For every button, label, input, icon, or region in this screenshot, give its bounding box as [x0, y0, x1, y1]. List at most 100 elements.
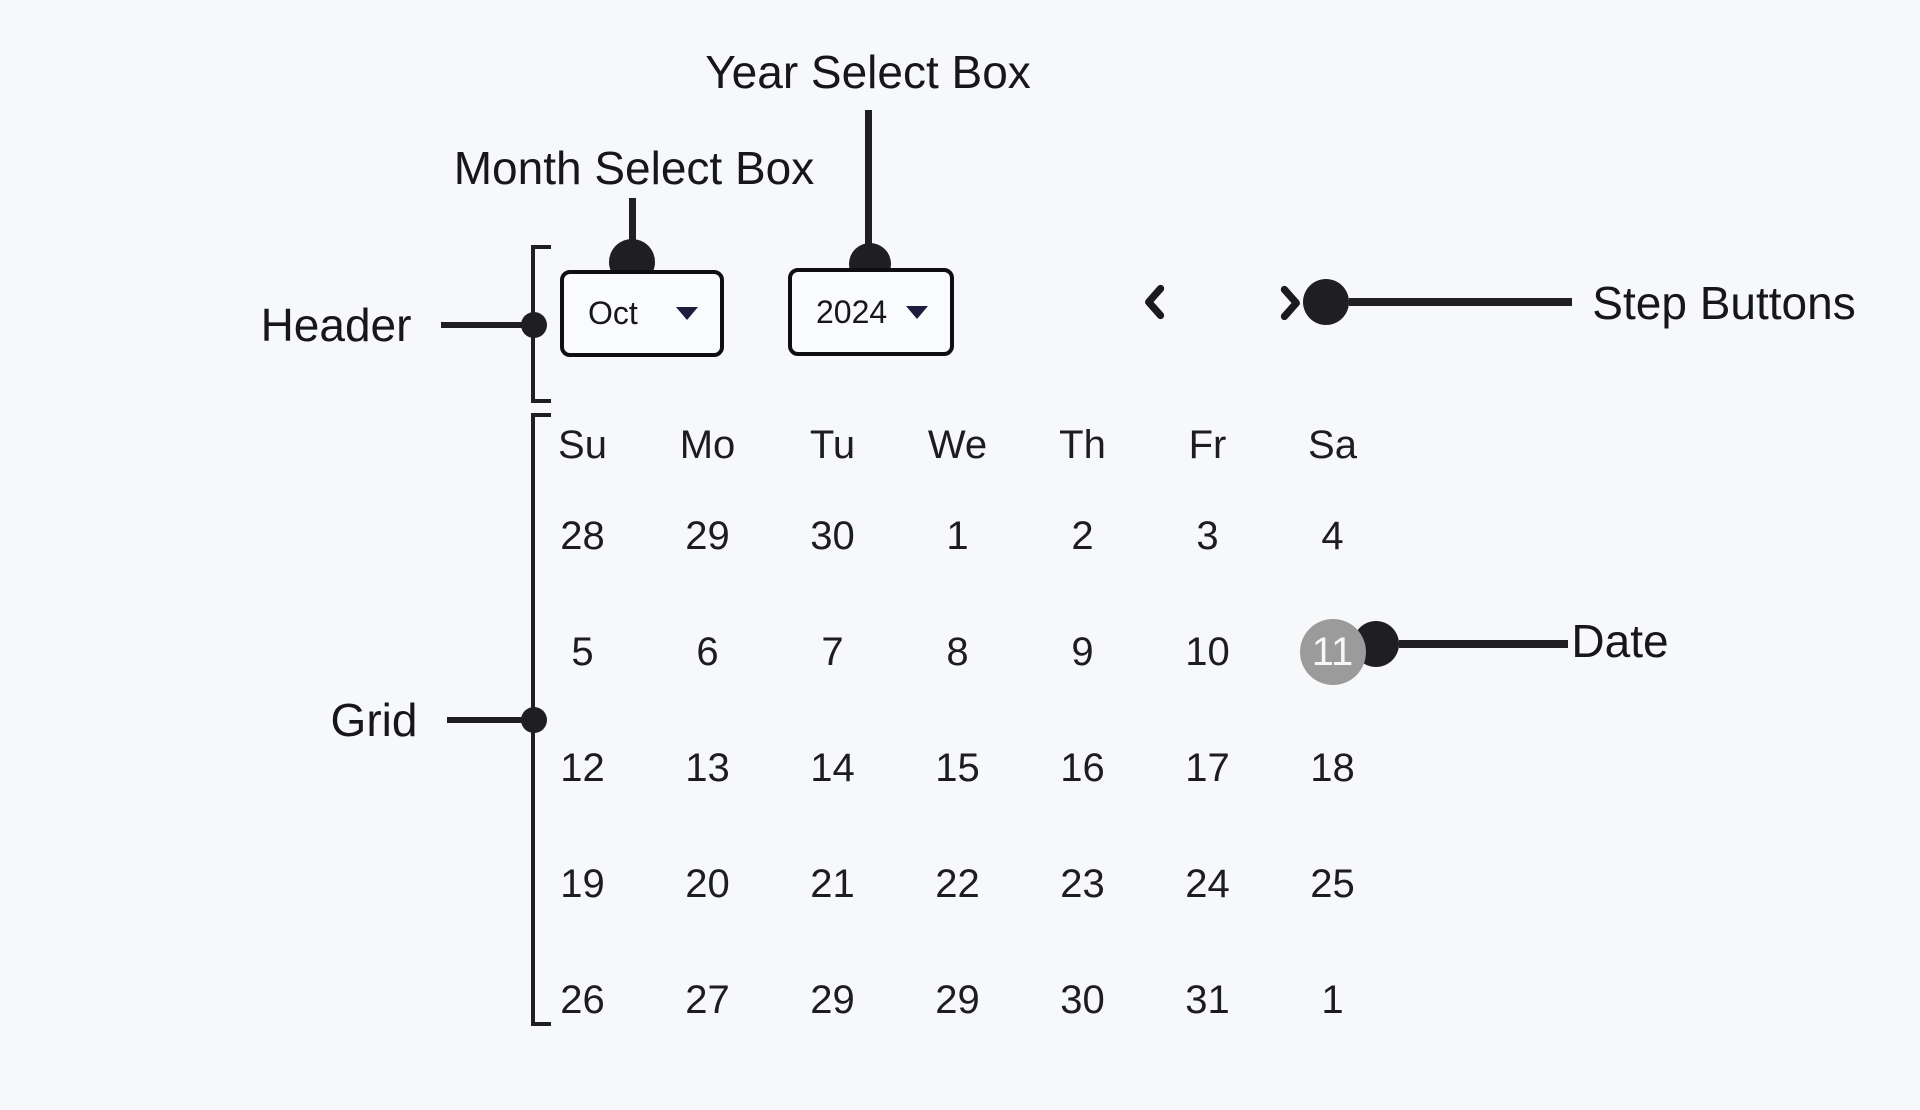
date-value: 30: [810, 513, 855, 558]
date-cell[interactable]: 5: [520, 594, 645, 710]
date-cell[interactable]: 31: [1145, 942, 1270, 1058]
date-cell[interactable]: 20: [645, 826, 770, 942]
header-connector-line: [441, 322, 533, 328]
grid-bracket: [531, 413, 551, 1026]
chevron-right-icon: [1280, 285, 1300, 321]
date-cell[interactable]: 22: [895, 826, 1020, 942]
weekday-header-th: Th: [1059, 422, 1106, 467]
date-value: 31: [1185, 977, 1230, 1022]
calendar-grid: Su Mo Tu We Th Fr Sa 28 29 30 1 2 3 4 5 …: [520, 412, 1395, 1058]
weekday-header-mo: Mo: [679, 422, 736, 467]
weekday-header-sa: Sa: [1308, 422, 1357, 467]
date-cell[interactable]: 1: [895, 478, 1020, 594]
step-connector-dot: [1303, 279, 1349, 325]
date-cell[interactable]: 9: [1020, 594, 1145, 710]
date-cell[interactable]: 7: [770, 594, 895, 710]
date-value: 28: [560, 513, 605, 558]
header-bracket: [531, 245, 551, 403]
date-value: 29: [935, 977, 980, 1022]
step-buttons-label: Step Buttons: [1592, 277, 1856, 329]
date-cell[interactable]: 25: [1270, 826, 1395, 942]
month-select-box[interactable]: Oct: [560, 270, 724, 357]
date-value: 21: [810, 861, 855, 906]
date-cell[interactable]: 29: [895, 942, 1020, 1058]
date-value: 10: [1185, 629, 1230, 674]
date-cell[interactable]: 28: [520, 478, 645, 594]
date-cell[interactable]: 1: [1270, 942, 1395, 1058]
date-cell[interactable]: 12: [520, 710, 645, 826]
date-value: 30: [1060, 977, 1105, 1022]
next-month-button[interactable]: [1262, 275, 1318, 331]
date-cell[interactable]: 27: [645, 942, 770, 1058]
date-cell[interactable]: 16: [1020, 710, 1145, 826]
weekday-header-we: We: [927, 422, 988, 467]
date-value: 27: [685, 977, 730, 1022]
grid-connector-line: [447, 717, 533, 723]
date-value: 7: [821, 629, 844, 674]
date-value: 14: [810, 745, 855, 790]
date-cell[interactable]: 17: [1145, 710, 1270, 826]
date-value: 9: [1071, 629, 1094, 674]
date-value: 18: [1310, 745, 1355, 790]
date-value: 1: [946, 513, 969, 558]
date-cell-selected[interactable]: 11: [1270, 594, 1395, 710]
date-value: 29: [810, 977, 855, 1022]
date-value: 25: [1310, 861, 1355, 906]
date-cell[interactable]: 30: [1020, 942, 1145, 1058]
chevron-left-icon: [1145, 284, 1165, 320]
date-value: 12: [560, 745, 605, 790]
date-cell[interactable]: 24: [1145, 826, 1270, 942]
year-select-value: 2024: [816, 293, 888, 330]
step-connector-line: [1349, 298, 1572, 306]
date-cell[interactable]: 4: [1270, 478, 1395, 594]
date-value: 23: [1060, 861, 1105, 906]
date-cell[interactable]: 6: [645, 594, 770, 710]
year-select-box[interactable]: 2024: [788, 268, 954, 356]
header-label: Header: [260, 299, 412, 351]
date-value: 2: [1071, 513, 1094, 558]
year-connector-line: [865, 110, 872, 266]
date-cell[interactable]: 19: [520, 826, 645, 942]
date-value: 6: [696, 629, 719, 674]
date-label: Date: [1571, 615, 1669, 667]
date-value: 15: [935, 745, 980, 790]
date-cell[interactable]: 30: [770, 478, 895, 594]
date-cell[interactable]: 29: [645, 478, 770, 594]
date-cell[interactable]: 15: [895, 710, 1020, 826]
date-cell[interactable]: 21: [770, 826, 895, 942]
date-connector-line: [1399, 640, 1568, 648]
previous-month-button[interactable]: [1127, 274, 1183, 330]
date-value: 16: [1060, 745, 1105, 790]
date-value: 1: [1321, 977, 1344, 1022]
date-cell[interactable]: 3: [1145, 478, 1270, 594]
date-cell[interactable]: 18: [1270, 710, 1395, 826]
date-value: 17: [1185, 745, 1230, 790]
date-value: 3: [1196, 513, 1219, 558]
date-cell[interactable]: 14: [770, 710, 895, 826]
date-value: 19: [560, 861, 605, 906]
date-cell[interactable]: 2: [1020, 478, 1145, 594]
weekday-header-su: Su: [558, 422, 607, 467]
date-cell[interactable]: 8: [895, 594, 1020, 710]
date-cell[interactable]: 26: [520, 942, 645, 1058]
date-cell[interactable]: 29: [770, 942, 895, 1058]
weekday-header-fr: Fr: [1188, 422, 1227, 467]
selected-date-value: 11: [1299, 619, 1366, 685]
date-cell[interactable]: 10: [1145, 594, 1270, 710]
date-value: 8: [946, 629, 969, 674]
date-cell[interactable]: 13: [645, 710, 770, 826]
year-select-box-label: Year Select Box: [705, 46, 1031, 98]
grid-label: Grid: [330, 694, 418, 746]
date-value: 4: [1321, 513, 1344, 558]
month-select-box-label: Month Select Box: [453, 142, 815, 194]
date-value: 26: [560, 977, 605, 1022]
weekday-header-tu: Tu: [809, 422, 856, 467]
date-value: 20: [685, 861, 730, 906]
date-cell[interactable]: 23: [1020, 826, 1145, 942]
caret-down-icon: [676, 307, 698, 320]
date-value: 13: [685, 745, 730, 790]
month-select-value: Oct: [588, 295, 638, 331]
caret-down-icon: [906, 305, 928, 319]
date-value: 24: [1185, 861, 1230, 906]
